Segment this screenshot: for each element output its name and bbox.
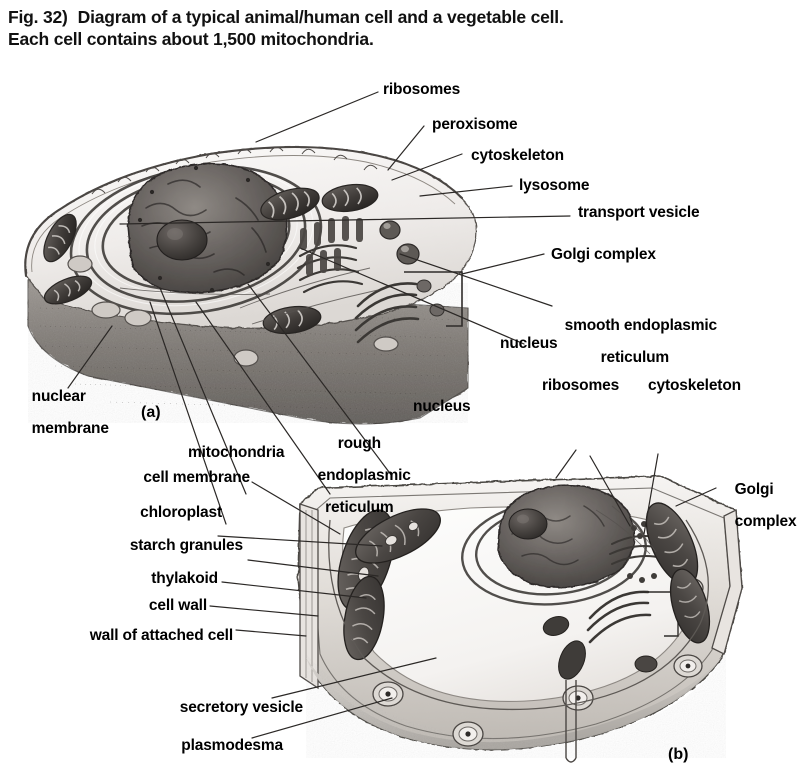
label-nuclear-membrane-line1: nuclear (31, 387, 86, 405)
plasmodesma-channel (565, 680, 577, 758)
leader-cytoskeleton-a (391, 153, 463, 181)
label-cell-wall: cell wall (148, 597, 207, 614)
leader-rough-er-a (195, 301, 331, 495)
caption-line-1: Diagram of a typical animal/human cell a… (77, 7, 564, 27)
label-chloroplast: chloroplast (140, 504, 222, 521)
label-rough-er: rough endoplasmic reticulum (301, 420, 411, 532)
leader-smooth-er (399, 253, 553, 307)
leader-transport-vesicle (119, 215, 571, 225)
label-thylakoid: thylakoid (151, 570, 218, 587)
leader-peroxisome (387, 125, 425, 171)
label-smooth-er-line1: smooth endoplasmic (564, 316, 717, 334)
nucleolus (156, 219, 208, 261)
label-golgi-complex-plant: Golgi complex (718, 466, 797, 546)
label-peroxisome: peroxisome (432, 116, 518, 133)
label-transport-vesicle: transport vesicle (578, 204, 700, 221)
leader-golgi-b (675, 487, 717, 507)
leader-nucleus-a2 (247, 283, 393, 477)
label-cytoskeleton-animal: cytoskeleton (471, 147, 564, 164)
figure-number: Fig. 32) (8, 7, 68, 27)
label-smooth-er-line2: reticulum (600, 348, 670, 366)
label-nucleus-animal: nucleus (500, 335, 558, 352)
leader-secretory-vesicle (271, 657, 437, 699)
label-secretory-vesicle: secretory vesicle (179, 699, 303, 716)
leader-ribosomes-b (589, 455, 631, 527)
panel-id-animal: (a) (141, 404, 161, 421)
leader-thylakoid (221, 581, 367, 599)
secretory-vesicles (542, 616, 658, 680)
label-cytoskeleton-plant: cytoskeleton (648, 377, 741, 394)
plant-nucleus (461, 484, 647, 606)
plant-golgi-complex (586, 590, 679, 644)
label-lysosome: lysosome (519, 177, 590, 194)
figure-caption: Fig. 32) Diagram of a typical animal/huma… (8, 6, 792, 51)
leader-lysosome (419, 185, 513, 197)
leader-chloroplast (217, 535, 383, 547)
animal-mitochondria (43, 183, 379, 335)
plant-nucleolus (508, 508, 548, 540)
leader-golgi-a (461, 253, 545, 275)
leader-nucleus-b (555, 449, 577, 479)
plant-cytoskeleton (595, 505, 657, 555)
peroxisome-body (379, 220, 401, 240)
plant-cytoplasm-floor (306, 654, 724, 750)
leader-mitochondria-a (159, 287, 247, 495)
wall-of-attached-cell-right (711, 508, 743, 655)
leader-plasmodesma (251, 697, 393, 739)
plant-cell-membrane-line (328, 519, 709, 711)
leader-nucleus-a (299, 247, 525, 345)
label-nuclear-membrane-line2: membrane (31, 419, 109, 437)
label-rough-er-line1: rough (337, 434, 381, 452)
leader-ribosomes-a (255, 91, 379, 143)
label-ribosomes-animal: ribosomes (383, 81, 461, 98)
leader-wall-attached (235, 629, 307, 637)
label-golgi-plant-line1: Golgi (734, 480, 774, 498)
golgi-bracket (404, 271, 463, 327)
label-starch-granules: starch granules (129, 537, 243, 554)
label-nucleus-plant: nucleus (413, 398, 471, 415)
leader-cell-membrane-a (149, 301, 227, 525)
caption-line-2: Each cell contains about 1,500 mitochond… (8, 29, 374, 50)
label-rough-er-line3: reticulum (325, 498, 394, 516)
transport-vesicle-2 (429, 303, 445, 317)
plant-cell-drawing (297, 475, 743, 763)
wall-of-attached-cell (299, 503, 319, 690)
leader-nuclear-membrane (67, 325, 113, 389)
membrane-bumps (91, 146, 378, 195)
nuclear-membrane-body (127, 163, 288, 294)
leader-cytoskeleton-b (643, 453, 659, 535)
label-ribosomes-plant: ribosomes (542, 377, 620, 394)
label-golgi-complex-animal: Golgi complex (551, 246, 656, 263)
label-wall-of-attached-cell: wall of attached cell (89, 627, 233, 644)
cut-face-stipple (39, 307, 456, 411)
transport-vesicle-1 (416, 279, 432, 293)
leader-cell-membrane-b (251, 481, 341, 535)
cell-illustration (0, 58, 800, 782)
leader-lines (67, 91, 717, 739)
panel-id-plant: (b) (668, 746, 689, 763)
label-cell-membrane-plant: cell membrane (143, 469, 250, 486)
label-mitochondria: mitochondria (188, 444, 285, 461)
label-golgi-plant-line2: complex (734, 512, 797, 530)
label-smooth-er: smooth endoplasmic reticulum (548, 302, 748, 382)
leader-cell-wall (209, 605, 319, 617)
label-plasmodesma: plasmodesma (181, 737, 283, 754)
label-nuclear-membrane: nuclear membrane (15, 373, 109, 453)
label-rough-er-line2: endoplasmic (317, 466, 411, 484)
leader-starch-granules (247, 559, 379, 577)
